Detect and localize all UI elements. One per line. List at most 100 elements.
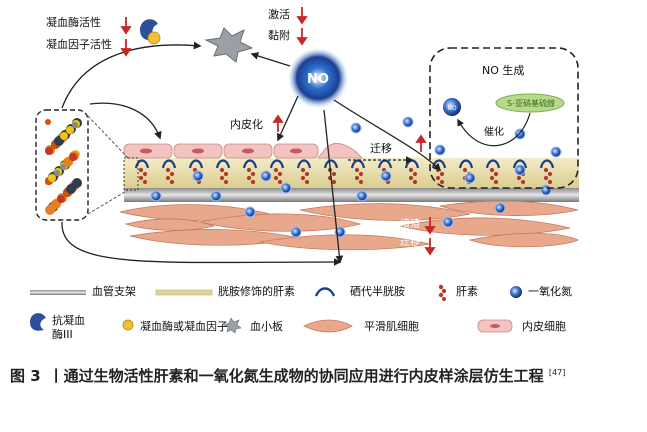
selenocystamine-mark: [512, 159, 528, 169]
coagulation-factor-icon: [122, 319, 134, 331]
atom-sphere: [72, 122, 78, 128]
heparin-bead: [250, 171, 256, 177]
no-molecules: [150, 116, 562, 238]
heparin-bead: [516, 175, 522, 181]
heparin-bead: [489, 167, 495, 173]
heparin-bead: [300, 175, 306, 181]
figure-caption-text: 丨通过生物活性肝素和一氧化氮生成物的协同应用进行内皮样涂层仿生工程: [48, 367, 544, 385]
legend-label-stent: 血管支架: [92, 285, 136, 298]
heparin-bead: [273, 167, 279, 173]
heparin-bead: [277, 171, 283, 177]
heparin-bead: [219, 175, 225, 181]
no-molecule-icon: [244, 206, 256, 218]
antithrombin-icon: [30, 313, 46, 331]
heparin-bead: [223, 171, 229, 177]
heparin-bead: [331, 179, 337, 185]
heparin-bead: [142, 179, 148, 185]
no-molecule-icon: [550, 146, 562, 158]
schematic-diagram: NO NO: [35, 7, 579, 266]
no-big-icon: [288, 48, 348, 108]
nitric-oxide-icon: [510, 286, 522, 298]
no-molecule-icon: [464, 172, 476, 184]
selenocystamine-mark: [269, 159, 285, 169]
no-molecule-icon: [380, 170, 392, 182]
heparin-bead: [439, 179, 445, 185]
atom-sphere: [45, 147, 53, 155]
coag-enzyme-activity-label: 凝血酶活性: [46, 16, 101, 29]
activation-label: 激活: [268, 8, 290, 21]
legend-icons: [30, 284, 522, 334]
atom-sphere: [45, 119, 51, 125]
migration-smc-label: 迁移: [400, 237, 420, 248]
legend-label-coagulation-factor: 凝血酶或凝血因子: [140, 320, 228, 333]
heparin-bead: [435, 175, 441, 181]
catalysis-label: 催化: [484, 127, 504, 138]
heparin-bead: [219, 167, 225, 173]
heparin-bead: [165, 167, 171, 173]
heparin-bead: [277, 179, 283, 185]
heparin-bead: [354, 175, 360, 181]
heparin-bead: [543, 167, 549, 173]
heparin-bead: [408, 175, 414, 181]
no-molecule-icon: [356, 190, 368, 202]
migration-label: 迁移: [370, 142, 392, 155]
heparin-bead: [412, 171, 418, 177]
adhesion-label: 黏附: [268, 29, 290, 42]
no-molecule-icon: [540, 184, 552, 196]
no-molecule-icon: [280, 182, 292, 194]
red-arrows: [120, 7, 436, 256]
no-small-label: NO: [447, 105, 456, 112]
selenocystamine-mark: [188, 159, 204, 169]
coating-bar-icon: [155, 289, 213, 296]
coagulation-factor-icon: [147, 31, 161, 45]
coag-factor-activity-label: 凝血因子活性: [46, 38, 112, 51]
heparin-bead: [142, 171, 148, 177]
endothelial-cell-layer: [123, 143, 363, 159]
atom-sphere: [48, 174, 56, 182]
figure-reference: [47]: [548, 368, 566, 377]
selenocystamine-mark: [539, 159, 555, 169]
heparin-bead: [408, 167, 414, 173]
legend-label-heparin: 肝素: [456, 285, 478, 298]
selenocystamine-icon: [314, 287, 336, 297]
heparin-bead: [358, 179, 364, 185]
legend-label-selenocystamine: 硒代半胱胺: [350, 285, 405, 298]
heparin-bead: [169, 171, 175, 177]
legend-label-platelet: 血小板: [250, 320, 283, 333]
no-molecule-icon: [192, 170, 204, 182]
heparin-bead: [273, 175, 279, 181]
atom-sphere: [60, 132, 68, 140]
heparin-bead: [547, 171, 553, 177]
legend-label-smooth-muscle: 平滑肌细胞: [364, 320, 419, 333]
no-donor-label: S-亚硝基硫醇: [507, 99, 555, 108]
pathway-arrows: [61, 41, 442, 266]
heparin-icon: [438, 284, 447, 301]
heparin-bead: [300, 167, 306, 173]
heparin-bead: [354, 167, 360, 173]
selenocystamine-mark: [458, 159, 474, 169]
smooth-muscle-layer: [119, 200, 579, 251]
no-molecule-icon: [434, 144, 446, 156]
platelet-icon: [223, 317, 242, 334]
no-molecule-in-box-icon: [443, 98, 461, 116]
selenocystamine-mark: [242, 159, 258, 169]
heparin-bead: [331, 171, 337, 177]
heparin-bead: [439, 171, 445, 177]
heparin-bead: [165, 175, 171, 181]
no-molecule-icon: [260, 170, 272, 182]
heparin-bead: [493, 179, 499, 185]
atom-sphere: [66, 126, 74, 134]
legend-label-antithrombin: 抗凝血酶III: [52, 314, 85, 341]
selenocystamine-mark: [215, 159, 231, 169]
no-donor-ellipse: [495, 93, 565, 113]
heparin-bead: [169, 179, 175, 185]
legend-label-coating: 胱胺修饰的肝素: [218, 285, 295, 298]
heparin-bead: [412, 179, 418, 185]
heparin-bead: [489, 175, 495, 181]
no-molecule-icon: [150, 190, 162, 202]
selenocystamine-mark: [323, 159, 339, 169]
stent-layer: [124, 188, 579, 202]
heparin-bead: [493, 171, 499, 177]
proliferation-label: 增殖: [400, 219, 420, 230]
heparin-bead: [138, 167, 144, 173]
